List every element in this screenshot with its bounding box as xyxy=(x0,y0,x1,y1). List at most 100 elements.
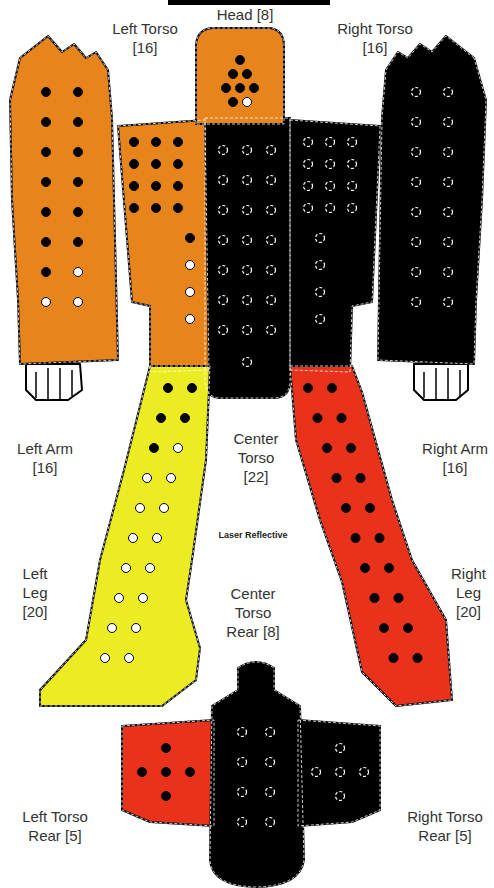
armor-pip xyxy=(316,234,325,243)
armor-pip xyxy=(389,654,398,663)
armor-pip xyxy=(266,758,275,767)
part-label: Right Torso Rear [5] xyxy=(400,808,490,846)
armor-pip xyxy=(394,594,403,603)
armor-pip xyxy=(129,534,138,543)
finger-line xyxy=(423,372,425,398)
right-torso-rear xyxy=(298,720,380,826)
part-label: Left Leg [20] xyxy=(13,565,58,621)
armor-pip xyxy=(366,504,375,513)
finger-line xyxy=(47,368,49,400)
armor-pip xyxy=(267,146,276,155)
armor-pip xyxy=(267,206,276,215)
armor-pip xyxy=(130,182,139,191)
armor-pip xyxy=(326,204,335,213)
armor-pip xyxy=(42,268,51,277)
armor-pip xyxy=(238,818,247,827)
armor-pip xyxy=(267,176,276,185)
armor-pip xyxy=(101,654,110,663)
armor-pip xyxy=(181,414,190,423)
armor-pip xyxy=(412,148,421,157)
armor-pip xyxy=(326,182,335,191)
armor-pip xyxy=(162,768,171,777)
armor-pip xyxy=(139,594,148,603)
armor-pip xyxy=(74,298,83,307)
armor-pip xyxy=(316,315,325,324)
armor-pip xyxy=(267,326,276,335)
surface-note: Laser Reflective xyxy=(208,530,298,541)
armor-pip xyxy=(152,204,161,213)
armor-pip xyxy=(412,88,421,97)
armor-pip xyxy=(243,206,252,215)
armor-pip xyxy=(42,208,51,217)
armor-pip xyxy=(219,176,228,185)
armor-pip xyxy=(328,384,337,393)
finger-line xyxy=(35,372,37,398)
armor-pip xyxy=(146,564,155,573)
armor-pip xyxy=(219,206,228,215)
armor-pip xyxy=(361,564,370,573)
armor-pip xyxy=(74,208,83,217)
armor-pip xyxy=(348,160,357,169)
armor-pip xyxy=(174,138,183,147)
armor-pip xyxy=(348,138,357,147)
trim-line xyxy=(290,120,380,372)
left-arm xyxy=(10,36,118,364)
armor-pip xyxy=(174,182,183,191)
armor-pip xyxy=(74,118,83,127)
armor-pip xyxy=(243,296,252,305)
armor-pip xyxy=(412,268,421,277)
armor-pip xyxy=(444,208,453,217)
part-label: Left Torso [16] xyxy=(105,20,185,58)
armor-pip xyxy=(186,234,195,243)
armor-pip xyxy=(162,792,171,801)
armor-pip xyxy=(337,414,346,423)
armor-pip xyxy=(444,148,453,157)
armor-pip xyxy=(150,444,159,453)
armor-pip xyxy=(157,414,166,423)
trim-line xyxy=(196,28,284,124)
armor-pip xyxy=(444,268,453,277)
armor-pip xyxy=(347,444,356,453)
armor-pip xyxy=(186,768,195,777)
armor-pip xyxy=(266,728,275,737)
part-label: Right Arm [16] xyxy=(420,440,490,478)
armor-pip xyxy=(222,84,231,93)
armor-pip xyxy=(229,70,238,79)
armor-pip xyxy=(186,315,195,324)
armor-pip xyxy=(250,84,259,93)
trim-line xyxy=(40,366,210,706)
armor-pip xyxy=(42,88,51,97)
armor-pip xyxy=(238,758,247,767)
right-torso xyxy=(290,120,380,372)
armor-pip xyxy=(243,326,252,335)
right-leg xyxy=(290,366,452,706)
part-label: Right Leg [20] xyxy=(446,565,491,621)
finger-line xyxy=(59,368,61,400)
armor-pip xyxy=(236,56,245,65)
armor-pip xyxy=(229,98,238,107)
armor-pip xyxy=(412,178,421,187)
armor-pip xyxy=(412,298,421,307)
armor-pip xyxy=(152,182,161,191)
part-label: Head [8] xyxy=(195,6,295,25)
armor-pip xyxy=(130,160,139,169)
armor-pip xyxy=(243,266,252,275)
armor-pip xyxy=(122,564,131,573)
armor-pip xyxy=(174,204,183,213)
armor-pip xyxy=(312,768,321,777)
trim-line xyxy=(298,720,380,826)
armor-pip xyxy=(316,261,325,270)
armor-pip xyxy=(219,266,228,275)
armor-pip xyxy=(323,444,332,453)
armor-pip xyxy=(266,788,275,797)
armor-pip xyxy=(74,88,83,97)
armor-pip xyxy=(186,261,195,270)
armor-pip xyxy=(243,176,252,185)
armor-pip xyxy=(162,744,171,753)
armor-pip xyxy=(167,474,176,483)
armor-pip xyxy=(243,236,252,245)
armor-pip xyxy=(360,768,369,777)
armor-pip xyxy=(348,182,357,191)
armor-pip xyxy=(108,624,117,633)
